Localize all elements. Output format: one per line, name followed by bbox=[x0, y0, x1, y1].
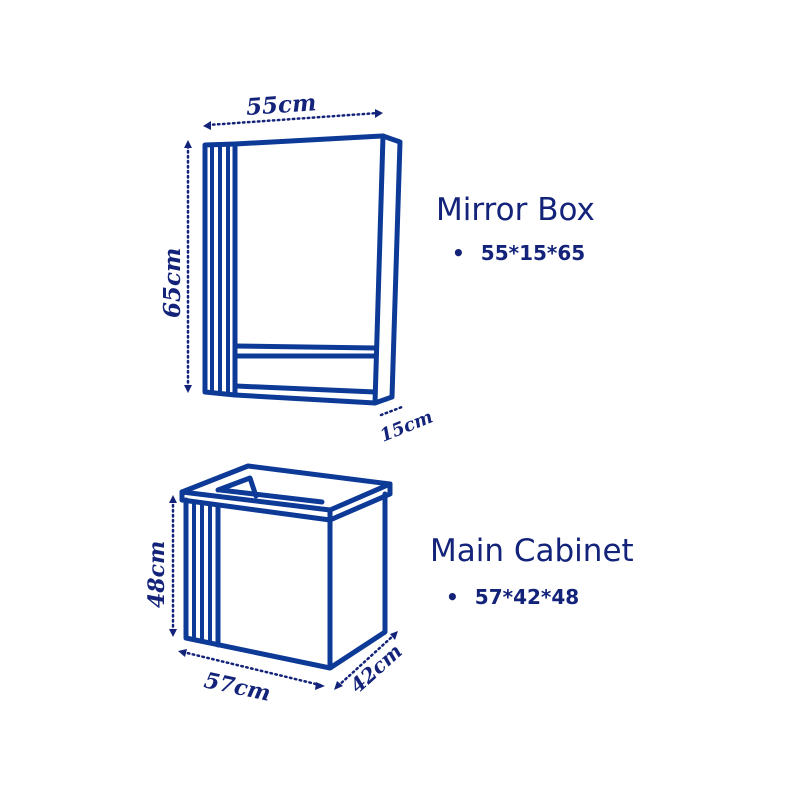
mirror-box-spec: 55*15*65 bbox=[452, 241, 585, 265]
main-cabinet-spec: 57*42*48 bbox=[446, 585, 579, 609]
mirror-width-label: 55cm bbox=[245, 89, 317, 121]
mirror-box-drawing bbox=[184, 109, 404, 417]
cabinet-depth-label: 42cm bbox=[345, 639, 407, 698]
cabinet-height-label: 48cm bbox=[144, 541, 170, 608]
main-cabinet-title: Main Cabinet bbox=[430, 533, 634, 569]
mirror-height-label: 65cm bbox=[159, 248, 186, 318]
main-cabinet-drawing bbox=[169, 463, 398, 690]
cabinet-width-label: 57cm bbox=[202, 667, 273, 706]
mirror-box-title: Mirror Box bbox=[436, 192, 595, 228]
